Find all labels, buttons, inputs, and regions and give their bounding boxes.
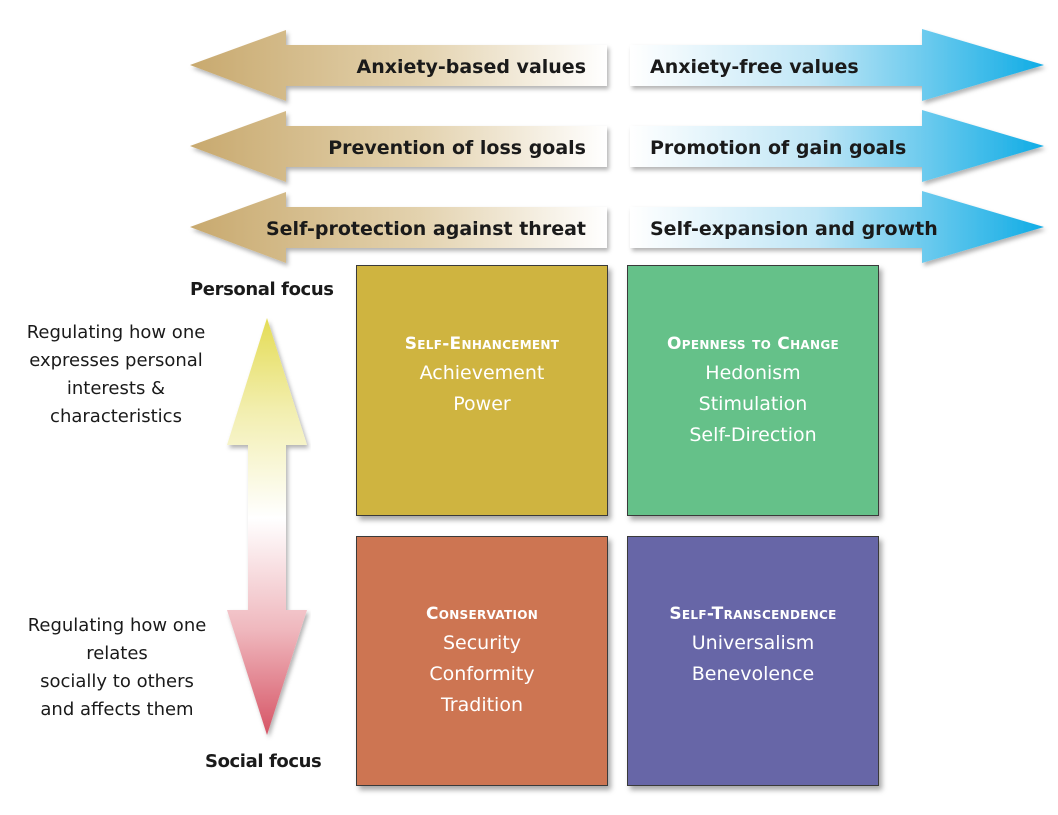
arrow-label-self-protection: Self-protection against threat [266, 218, 586, 240]
personal-description-line: expresses personal [29, 350, 203, 371]
right-arrow-anxiety-free [630, 29, 1044, 101]
quadrant-item: Benevolence [691, 663, 815, 685]
quadrant-self-transcendence: Self-Transcendence Universalism Benevole… [627, 536, 879, 786]
left-arrow-prevention [190, 111, 607, 182]
arrow-row-3: Self-protection against threat Self-expa… [190, 191, 1044, 263]
quadrant-item: Stimulation [698, 393, 808, 415]
social-focus-label: Social focus [205, 751, 322, 772]
left-arrow-self-protection [190, 192, 607, 263]
quadrant-title: Self-Enhancement [404, 334, 560, 354]
quadrant-title: Self-Transcendence [669, 604, 837, 624]
personal-description-line: Regulating how one [26, 322, 206, 343]
arrow-label-promotion: Promotion of gain goals [650, 137, 906, 159]
quadrant-item: Self-Direction [689, 424, 817, 446]
arrow-label-anxiety-free: Anxiety-free values [650, 56, 859, 78]
social-description-line: socially to others [40, 671, 194, 692]
arrow-label-anxiety-based: Anxiety-based values [356, 56, 586, 78]
arrow-row-2: Prevention of loss goals Promotion of ga… [190, 110, 1044, 182]
quadrant-item: Tradition [440, 694, 523, 716]
social-description-line: and affects them [40, 699, 194, 720]
quadrant-title: Openness to Change [667, 334, 839, 354]
personal-description: Regulating how one expresses personal in… [6, 319, 226, 431]
quadrant-item: Hedonism [705, 362, 801, 384]
personal-description-line: interests & [66, 378, 166, 399]
social-description: Regulating how one relates socially to o… [4, 612, 230, 724]
right-arrow-promotion [630, 110, 1044, 182]
right-arrow-self-expansion [630, 191, 1044, 263]
quadrant-item: Conformity [429, 663, 535, 685]
personal-description-line: characteristics [50, 406, 182, 427]
social-description-line: relates [86, 643, 148, 664]
quadrant-item: Universalism [691, 632, 815, 654]
quadrant-openness-to-change: Openness to Change Hedonism Stimulation … [627, 265, 879, 516]
left-arrow-anxiety-based [190, 30, 607, 101]
arrow-label-self-expansion: Self-expansion and growth [650, 218, 938, 240]
quadrant-conservation: Conservation Security Conformity Traditi… [356, 536, 608, 786]
quadrant-self-enhancement: Self-Enhancement Achievement Power [356, 265, 608, 516]
quadrant-item: Achievement [419, 362, 545, 384]
quadrant-item: Security [442, 632, 522, 654]
arrow-row-1: Anxiety-based values Anxiety-free values [190, 29, 1044, 101]
vertical-double-arrow [227, 318, 307, 735]
personal-focus-label: Personal focus [190, 279, 334, 300]
quadrant-title: Conservation [425, 604, 539, 624]
arrow-label-prevention: Prevention of loss goals [328, 137, 586, 159]
social-description-line: Regulating how one [27, 615, 207, 636]
quadrant-item: Power [453, 393, 511, 415]
